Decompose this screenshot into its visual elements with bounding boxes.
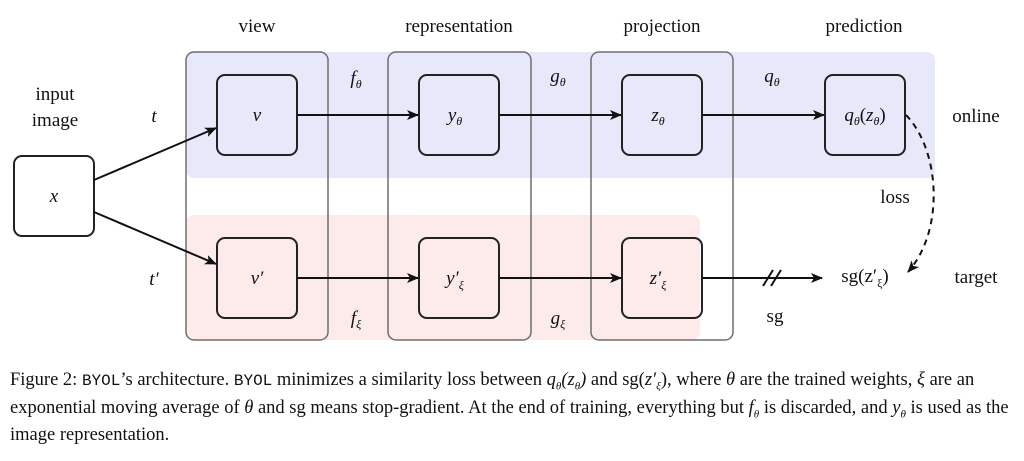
input-label-line1: input — [35, 84, 75, 105]
svg-text:v′: v′ — [251, 268, 264, 289]
stop-gradient-mark — [762, 269, 782, 287]
edge-x-to-v-prime — [93, 211, 217, 265]
representation-title: representation — [405, 16, 513, 37]
caption-text: and sg means stop-gradient. At the end o… — [257, 397, 745, 418]
view-title: view — [239, 16, 276, 37]
label-t: t — [151, 106, 157, 127]
svg-text:y′ξ: y′ξ — [444, 268, 465, 292]
caption-math: θ — [244, 397, 254, 418]
representation-column — [387, 51, 532, 341]
online-label: online — [952, 106, 1000, 127]
caption-byol: BYOL — [233, 372, 273, 390]
caption-math: θ — [726, 370, 736, 390]
svg-text:v: v — [253, 105, 262, 126]
caption-text: are an exponential moving average of — [10, 370, 975, 418]
loss-label: loss — [880, 187, 910, 208]
projection-column — [590, 51, 734, 341]
figure-caption: Figure 2: BYOL’s architecture. BYOL mini… — [10, 370, 1020, 446]
node-x: x — [13, 155, 95, 237]
loss-dashed-arrow — [905, 114, 935, 273]
caption-text: and sg( — [590, 370, 645, 390]
label-f-theta: fθ — [350, 68, 361, 91]
label-g-xi: gξ — [551, 308, 567, 331]
svg-text:z′ξ: z′ξ — [649, 268, 668, 292]
projection-title: projection — [623, 16, 701, 37]
svg-text:sg(z′ξ): sg(z′ξ) — [841, 266, 889, 290]
caption-text: is used as the image representation. — [10, 397, 1009, 446]
target-label: target — [955, 267, 999, 288]
node-sg-z-xi: sg(z′ξ) — [841, 266, 889, 290]
caption-math: z′ξ — [644, 370, 661, 393]
label-f-xi: fξ — [351, 308, 362, 331]
caption-text: ), where — [660, 370, 722, 390]
caption-text: ’s architecture. — [120, 370, 230, 390]
caption-text: minimizes a similarity loss between — [276, 370, 543, 390]
caption-math: fθ — [748, 397, 760, 421]
caption-byol: BYOL — [81, 372, 121, 390]
label-q-theta: qθ — [764, 66, 780, 89]
caption-prefix: Figure 2: — [10, 370, 78, 390]
caption-math: qθ(zθ) — [546, 370, 587, 393]
caption-math: yθ — [892, 397, 906, 421]
svg-text:qθ(zθ): qθ(zθ) — [844, 105, 885, 128]
svg-text:x: x — [49, 186, 59, 207]
sg-label: sg — [767, 306, 784, 327]
node-q-theta-z-theta: qθ(zθ) — [824, 74, 906, 156]
view-column — [185, 51, 329, 341]
caption-text: is discarded, and — [763, 397, 888, 418]
caption-math: ξ — [917, 370, 925, 390]
label-t-prime: t′ — [149, 269, 159, 290]
label-g-theta: gθ — [550, 66, 566, 89]
caption-text: are the trained weights, — [739, 370, 913, 390]
prediction-title: prediction — [825, 16, 903, 37]
svg-text:zθ: zθ — [650, 105, 664, 128]
edge-x-to-v — [93, 127, 217, 181]
target-band — [186, 215, 700, 340]
svg-text:yθ: yθ — [446, 105, 462, 128]
input-label-line2: image — [32, 110, 78, 131]
byol-architecture-diagram: view representation projection predictio… — [13, 16, 1000, 341]
